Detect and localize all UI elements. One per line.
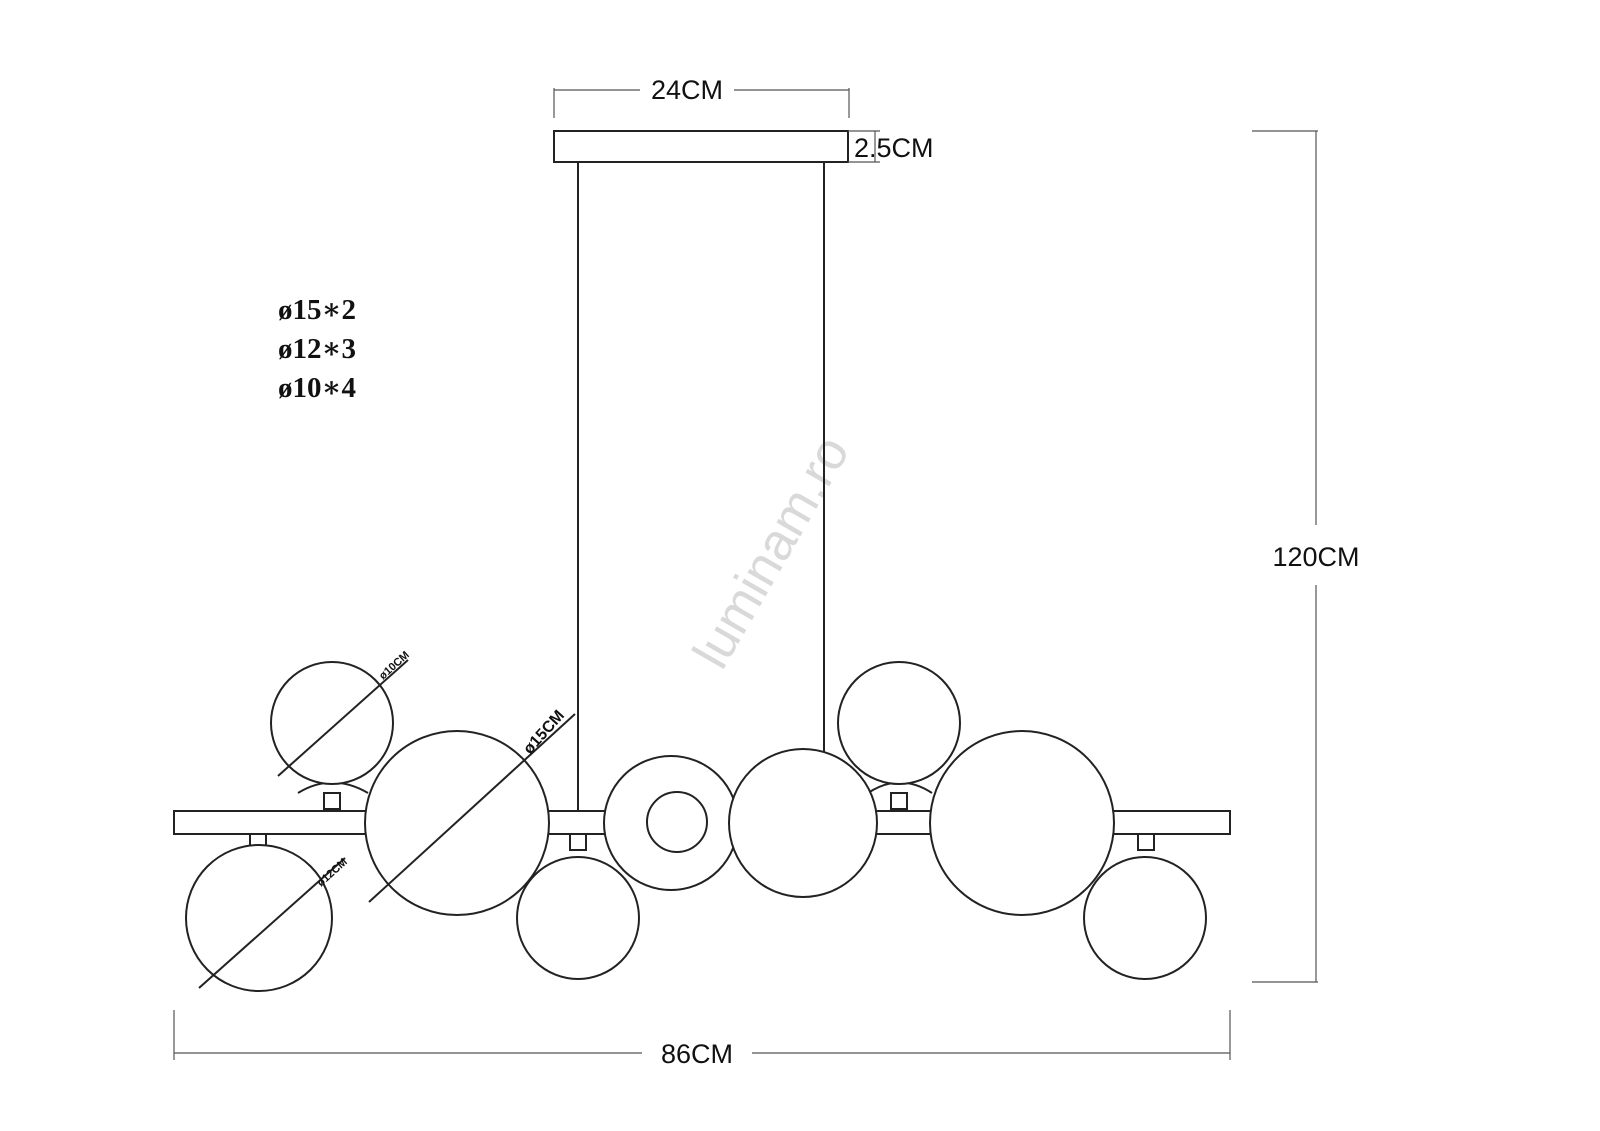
canopy-width-label: 24CM xyxy=(651,75,723,105)
globe-center-right xyxy=(728,748,878,898)
globes xyxy=(174,661,1230,992)
total-width-label: 86CM xyxy=(661,1039,733,1069)
canopy-height-label: 2.5CM xyxy=(854,133,934,163)
ceiling-canopy xyxy=(553,130,849,163)
total-height-dimension: 120CM xyxy=(1252,130,1360,983)
total-width-dimension: 86CM xyxy=(173,1010,1231,1069)
globe-large-right xyxy=(929,730,1115,916)
spec-line-3: ø10∗4 xyxy=(278,372,356,404)
globe-bottom-right xyxy=(1083,856,1207,980)
center-hub xyxy=(646,791,708,853)
spec-line-1: ø15∗2 xyxy=(278,294,356,326)
globe-bottom-center xyxy=(516,856,640,980)
globe-top-right xyxy=(837,661,961,785)
watermark: luminam.ro xyxy=(682,426,861,678)
globe-center-left xyxy=(603,755,739,891)
globe-top-left-10cm xyxy=(270,661,394,785)
globe-spec-list: ø15∗2 ø12∗3 ø10∗4 xyxy=(278,294,356,404)
total-height-label: 120CM xyxy=(1272,542,1359,572)
canopy-width-dimension: 24CM xyxy=(553,75,850,118)
spec-line-2: ø12∗3 xyxy=(278,333,356,365)
globe-bottom-left-12cm xyxy=(185,844,333,992)
canopy-height-dimension: 2.5CM xyxy=(848,130,934,163)
medium-globe-label: ø12CM xyxy=(315,856,350,889)
large-globe-label: ø15CM xyxy=(520,707,568,757)
small-globe-label: ø10CM xyxy=(377,649,412,682)
